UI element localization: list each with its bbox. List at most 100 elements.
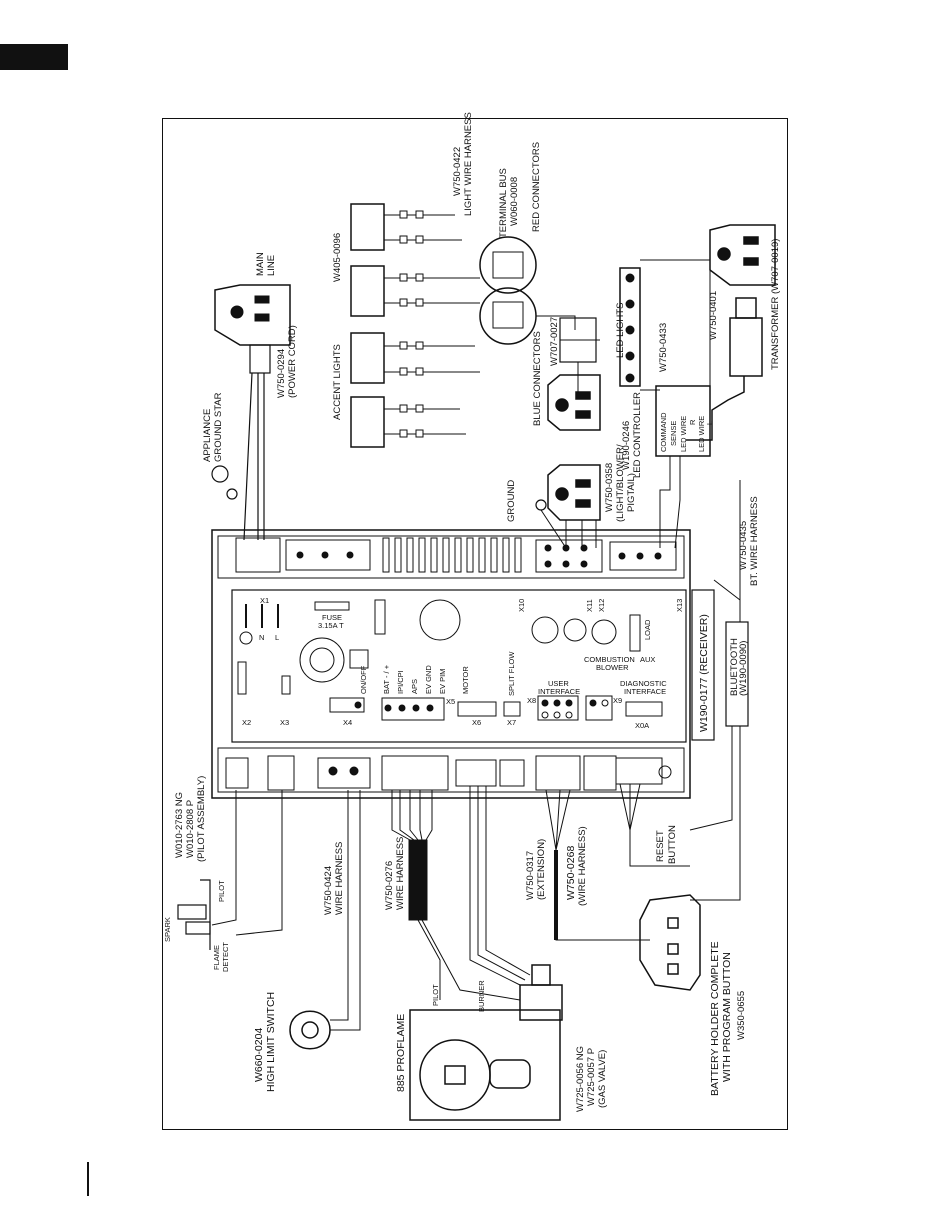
label-pilot-assembly-3: (PILOT ASSEMBLY) [196, 776, 207, 862]
power-cord-plug [214, 284, 291, 374]
transformer [686, 224, 776, 441]
label-w750-0268-2: (WIRE HARNESS) [577, 826, 588, 906]
label-led-box-ledwire-r: LED WIRE [679, 416, 688, 452]
label-pigtail-1: W750-0358 [604, 463, 615, 512]
terminal-bus-red [479, 236, 537, 294]
board-x5-pin-3: APS [410, 679, 419, 694]
label-battery-holder-2: WITH PROGRAM BUTTON [721, 952, 733, 1082]
label-red-connectors: RED CONNECTORS [531, 142, 542, 232]
board-motor: MOTOR [461, 666, 470, 694]
board-n: N [259, 633, 264, 642]
board-x4: X4 [343, 718, 352, 727]
led-light-strip [619, 267, 641, 387]
board-x5-pin-2: IPI/CPI [396, 670, 405, 694]
label-w750-0317-2: (EXTENSION) [536, 839, 547, 900]
harness-bundle [408, 839, 428, 921]
light-boxes [350, 203, 385, 448]
label-terminal-bus-1: TERMINAL BUS [498, 168, 509, 238]
label-power-cord-2: (POWER CORD) [287, 325, 298, 398]
battery-holder [639, 894, 701, 991]
diagram-frame [162, 118, 788, 1130]
board-fuse-2: 3.15A T [318, 621, 344, 630]
board-user-interface-1: USER [548, 679, 569, 688]
label-pilot-valve: PILOT [431, 984, 440, 1006]
board-x10: X10 [517, 599, 526, 612]
outlet-pigtail [547, 464, 601, 521]
label-w750-0268-1: W750-0268 [565, 846, 577, 900]
page-rule [87, 1162, 89, 1196]
board-x6: X6 [472, 718, 481, 727]
label-pilot-small: PILOT [217, 880, 226, 902]
label-bluetooth-2: (W190-0090) [738, 641, 749, 696]
board-split-flow: SPLIT FLOW [507, 651, 516, 696]
board-load: LOAD [643, 619, 652, 640]
label-bluetooth-1: BLUETOOTH [729, 638, 740, 696]
board-x8: X8 [527, 696, 536, 705]
label-terminal-bus-2: W060-0008 [509, 177, 520, 226]
label-w750-0433: W750-0433 [658, 323, 669, 372]
board-x7: X7 [507, 718, 516, 727]
label-reset-button-1: RESET [655, 830, 666, 862]
label-led-controller-2: LED CONTROLLER [632, 392, 643, 478]
label-battery-holder-1: BATTERY HOLDER COMPLETE [709, 941, 721, 1096]
board-x0a: X0A [635, 721, 649, 730]
label-w750-0276-1: W750-0276 [384, 861, 395, 910]
label-w750-0424-2: WIRE HARNESS [334, 842, 345, 915]
label-led-lights: LED LIGHTS [615, 303, 626, 358]
label-accent-lights: ACCENT LIGHTS [332, 344, 343, 420]
board-x13: X13 [675, 599, 684, 612]
label-light-harness-2: LIGHT WIRE HARNESS [463, 112, 474, 216]
label-w750-0424-1: W750-0424 [323, 866, 334, 915]
board-l: L [275, 633, 279, 642]
label-spark: SPARK [163, 917, 172, 942]
board-fuse-1: FUSE [322, 613, 342, 622]
label-pigtail-2: (LIGHT/BLOWER/ [615, 444, 626, 522]
label-main-line-2: LINE [266, 255, 277, 276]
board-onoff: ON/OFF [359, 665, 368, 694]
label-w750-0317-1: W750-0317 [525, 851, 536, 900]
label-w707-0027: W707-0027 [549, 317, 560, 366]
label-blue-connectors: BLUE CONNECTORS [532, 331, 543, 426]
label-w750-0401: W750-0401 [708, 291, 719, 340]
label-bt-harness-2: BT. WIRE HARNESS [749, 496, 760, 586]
outlet-blue [547, 374, 601, 431]
label-light-harness-1: W750-0422 [452, 147, 463, 196]
label-ground: GROUND [506, 480, 517, 522]
board-x5-pin-5: EV PIM [438, 669, 447, 694]
board-x5-pin-4: EV GND [424, 665, 433, 694]
label-led-controller-1: W190-0246 [621, 421, 632, 470]
board-x9: X9 [613, 696, 622, 705]
label-led-box-ledwire-l: LED WIRE [697, 416, 706, 452]
board-combustion-2: BLOWER [596, 663, 629, 672]
board-x5: X5 [446, 697, 455, 706]
high-limit-switch [289, 1010, 331, 1050]
label-burner: BURNER [477, 980, 486, 1012]
label-ground-star-1: APPLIANCE [202, 409, 213, 462]
board-x1: X1 [260, 596, 269, 605]
label-bt-harness-1: W750-0435 [738, 521, 749, 570]
label-transformer: TRANSFORMER (W707-0019) [770, 239, 781, 370]
board-combustion-1: COMBUSTION [584, 655, 635, 664]
board-x5-pin-1: BAT - / + [382, 664, 391, 694]
label-w405: W405-0096 [332, 233, 343, 282]
light-leads [384, 210, 480, 438]
board-user-interface-2: INTERFACE [538, 687, 580, 696]
board-diag-2: INTERFACE [624, 687, 666, 696]
page-tab-marker [0, 44, 68, 70]
gas-valve [409, 964, 563, 1121]
led-controller-box [655, 385, 711, 457]
label-pilot-assembly-2: W010-2808 P [185, 800, 196, 858]
label-high-limit-2: HIGH LIMIT SWITCH [265, 992, 277, 1092]
label-gas-valve-3: (GAS VALVE) [597, 1050, 608, 1108]
bluetooth-box [725, 621, 749, 727]
label-flame-detect-1: FLAME [212, 945, 221, 970]
label-led-box-r: R [688, 419, 697, 425]
receiver-box [691, 589, 715, 741]
label-pigtail-3: PIGTAIL) [626, 473, 637, 512]
control-board [211, 529, 691, 799]
board-diag-1: DIAGNOSTIC [620, 679, 667, 688]
labels: MAIN LINE W750-0294 (POWER CORD) APPLIAN… [163, 112, 781, 1112]
label-high-limit-1: W660-0204 [253, 1028, 265, 1082]
label-w750-0276-2: WIRE HARNESS [395, 837, 406, 910]
terminal-bus-blue [479, 287, 537, 345]
